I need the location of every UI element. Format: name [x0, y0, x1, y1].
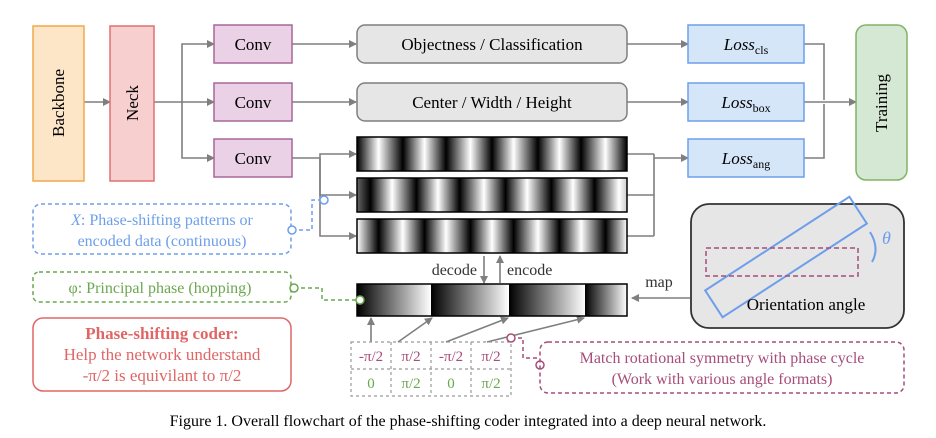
loss-cls-block	[687, 24, 805, 64]
map-label: map	[645, 274, 673, 291]
objectness-block	[356, 24, 628, 64]
phase-top-cell: π/2	[401, 349, 420, 365]
neck-block	[109, 25, 155, 182]
conv-label-1: Conv	[235, 35, 272, 54]
loss-ang-label: Lossang	[721, 149, 771, 171]
symmetry-dot	[506, 333, 516, 343]
phase-bottom-cell: π/2	[481, 376, 500, 392]
pattern-strip-2	[356, 177, 628, 213]
coder-note-box	[32, 317, 292, 392]
decode-label: decode	[432, 262, 477, 279]
x-note-dot	[287, 225, 297, 235]
loss-cls-label: Losscls	[723, 35, 769, 57]
symmetry-connector	[511, 337, 540, 359]
coder-note-line1: Help the network understand	[64, 345, 261, 364]
conv-block-1	[213, 24, 293, 64]
horizontal-box	[705, 247, 859, 277]
figure-caption: Figure 1. Overall flowchart of the phase…	[170, 413, 767, 430]
phase-table: -π/2 π/2 -π/2 π/2 0 π/2 0 π/2	[350, 341, 512, 397]
phase-bottom-cell: 0	[367, 376, 375, 392]
phi-note-dot	[289, 283, 299, 293]
conv-label-3: Conv	[235, 149, 272, 168]
coder-note-title: Phase-shifting coder:	[85, 324, 238, 343]
phase-top-cell: -π/2	[359, 349, 383, 365]
orientation-label: Orientation angle	[747, 295, 866, 314]
pattern-strip-1	[356, 136, 628, 172]
symmetry-note-line2: (Work with various angle formats)	[612, 371, 833, 388]
loss-box-block	[687, 82, 805, 122]
phase-top-cell: -π/2	[439, 349, 463, 365]
phase-strip	[356, 283, 628, 317]
connector-arrows	[84, 40, 857, 343]
phase-top-cell: π/2	[481, 349, 500, 365]
x-note-connector	[292, 199, 322, 231]
phase-bottom-cell: π/2	[401, 376, 420, 392]
neck-label: Neck	[123, 85, 142, 121]
loss-box-label: Lossbox	[720, 93, 770, 115]
theta-label: θ	[882, 228, 891, 248]
phi-note-connector	[294, 287, 356, 301]
loss-ang-block	[687, 138, 805, 178]
symmetry-note-box	[539, 341, 905, 394]
training-block	[855, 24, 908, 181]
x-note-line1: X: Phase-shifting patterns or	[70, 212, 253, 229]
conv-label-2: Conv	[235, 93, 272, 112]
symmetry-note-line1: Match rotational symmetry with phase cyc…	[580, 350, 865, 367]
phi-note-text: φ: Principal phase (hopping)	[69, 280, 252, 297]
x-note-line2: encoded data (continuous)	[78, 233, 247, 250]
backbone-label: Backbone	[49, 69, 68, 137]
phi-note-box	[32, 271, 292, 303]
training-label: Training	[872, 74, 891, 132]
center-label: Center / Width / Height	[412, 93, 572, 112]
encode-label: encode	[507, 262, 552, 279]
backbone-block	[32, 25, 85, 182]
center-block	[356, 82, 628, 122]
rotated-box	[703, 195, 869, 319]
conv-block-3	[213, 138, 293, 178]
coder-note-line2: -π/2 is equivilant to π/2	[83, 366, 242, 385]
pattern-strip-3	[356, 218, 628, 254]
phase-bottom-cell: 0	[447, 376, 455, 392]
x-note-dot-end	[319, 195, 329, 205]
phi-note-dot-end	[355, 295, 365, 305]
conv-block-2	[213, 82, 293, 122]
objectness-label: Objectness / Classification	[401, 35, 583, 54]
x-note-box	[32, 203, 292, 255]
theta-arc	[869, 231, 877, 263]
